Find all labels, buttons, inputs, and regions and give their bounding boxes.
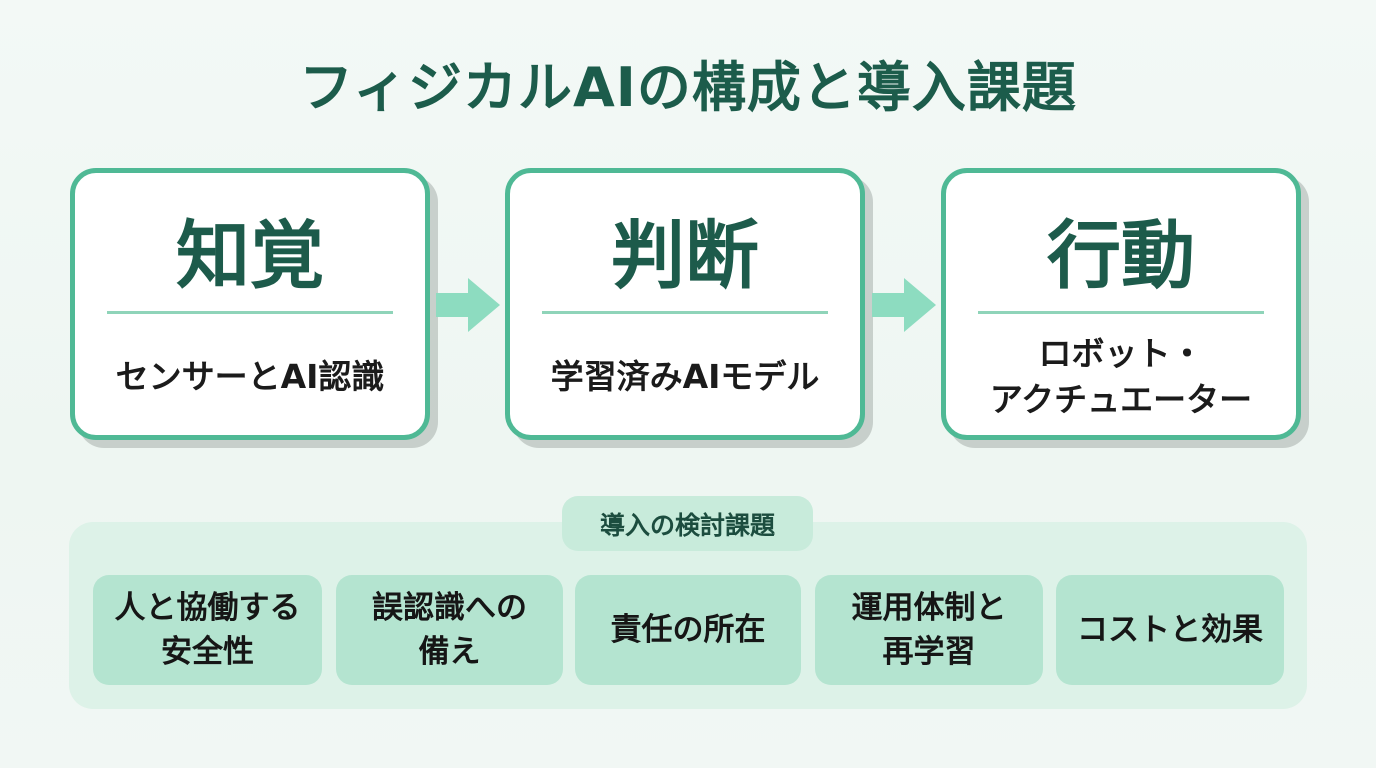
step-title: 知覚 xyxy=(176,213,324,299)
step-description: センサーとAI認識 xyxy=(115,357,385,396)
step-divider xyxy=(542,311,828,314)
step-title: 行動 xyxy=(1047,213,1195,299)
step-card-action: 行動 ロボット・ アクチュエーター xyxy=(941,168,1301,440)
right-arrow-icon xyxy=(436,278,500,332)
issues-label: 導入の検討課題 xyxy=(562,496,813,551)
right-arrow-icon xyxy=(872,278,936,332)
step-description: ロボット・ アクチュエーター xyxy=(989,334,1253,419)
step-card-perception: 知覚 センサーとAI認識 xyxy=(70,168,430,440)
issue-card-misrecognition: 誤認識への 備え xyxy=(336,575,563,685)
step-divider xyxy=(107,311,393,314)
step-description: 学習済みAIモデル xyxy=(550,357,820,396)
step-divider xyxy=(978,311,1264,314)
issue-card-cost: コストと効果 xyxy=(1056,575,1284,685)
step-card-decision: 判断 学習済みAIモデル xyxy=(505,168,865,440)
step-title: 判断 xyxy=(611,213,759,299)
page-title: フィジカルAIの構成と導入課題 xyxy=(299,56,1077,119)
issue-card-safety: 人と協働する 安全性 xyxy=(93,575,322,685)
issue-card-responsibility: 責任の所在 xyxy=(575,575,801,685)
issue-card-operations: 運用体制と 再学習 xyxy=(815,575,1043,685)
